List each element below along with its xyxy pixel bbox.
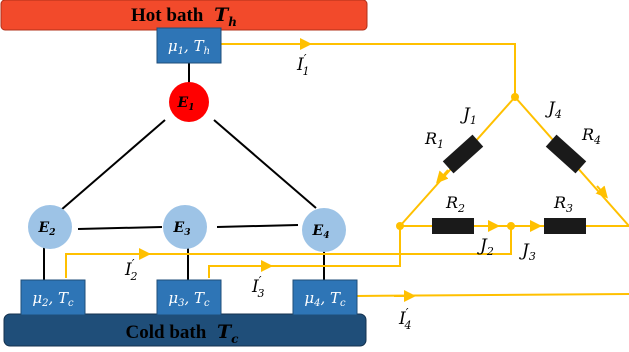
resistor-r1 xyxy=(442,134,484,174)
level-e2-label: E2 xyxy=(38,220,56,238)
resistor-r1-label: R1 xyxy=(424,129,444,151)
current-wires xyxy=(65,43,629,297)
resistor-r2 xyxy=(432,218,474,234)
current-i2-label: I′2 xyxy=(124,257,137,283)
level-e2-node xyxy=(28,205,72,249)
current-arrows xyxy=(129,38,608,302)
reservoir-2-label: μ2, Tc xyxy=(32,289,74,309)
wire-junctions xyxy=(396,93,519,230)
resistor-r3 xyxy=(544,218,586,234)
cold-bath-title: Cold bath Tc xyxy=(126,321,240,346)
resistor-r2-label: R2 xyxy=(445,193,465,215)
current-i3-label: I′3 xyxy=(251,274,264,300)
branch-j1-label: J1 xyxy=(460,105,477,127)
level-e3-label: E3 xyxy=(173,220,191,238)
reservoir-1-box xyxy=(156,27,222,64)
resistor-r4 xyxy=(545,134,587,174)
level-e1-node xyxy=(169,82,209,122)
reservoir-4-label: μ4, Tc xyxy=(304,289,346,309)
hot-bath-title: Hot bath Th xyxy=(131,4,237,29)
branch-j4-label: J4 xyxy=(545,99,562,121)
resistor-r3-label: R3 xyxy=(553,193,573,215)
level-e4-label: E4 xyxy=(312,223,330,241)
branch-j3-label: J3 xyxy=(519,241,536,263)
reservoir-3-label: μ3, Tc xyxy=(168,289,210,309)
branch-j2-label: J2 xyxy=(477,236,494,258)
current-i1-label: I′1 xyxy=(296,52,309,78)
level-e3-node xyxy=(163,205,207,249)
reservoir-3-box xyxy=(156,279,222,316)
level-e4-node xyxy=(302,208,346,252)
reservoir-2-box xyxy=(20,279,86,316)
reservoir-4-box xyxy=(292,279,358,316)
level-e1-label: E1 xyxy=(177,95,195,113)
current-i4-label: I′4 xyxy=(398,306,411,332)
resistor-r4-label: R4 xyxy=(581,125,601,147)
reservoir-1-label: μ1, Th xyxy=(168,37,210,57)
